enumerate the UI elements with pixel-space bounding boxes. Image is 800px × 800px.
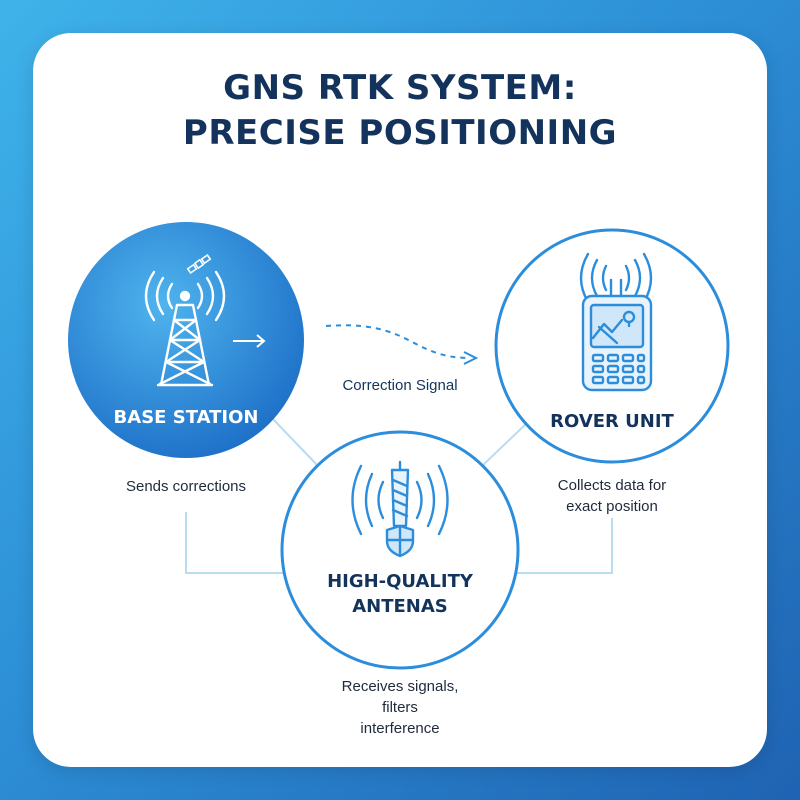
antennas-description-line-2: filters — [382, 699, 418, 716]
arrow-right-icon — [233, 334, 266, 348]
antennas-label-line-1: HIGH-QUALITY — [327, 571, 473, 592]
antenna-shield-icon — [351, 460, 449, 558]
rover-unit-node — [494, 228, 730, 464]
antennas-label-line-2: ANTENAS — [352, 596, 448, 617]
rover-unit-label: ROVER UNIT — [550, 411, 674, 432]
correction-signal-label: Correction Signal — [342, 377, 458, 394]
connector-base-to-antenna — [271, 417, 319, 467]
base-station-node — [68, 222, 304, 458]
antennas-description-line-1: Receives signals, — [341, 678, 459, 695]
rover-unit-description-line-2: exact position — [566, 498, 658, 515]
base-station-description: Sends corrections — [125, 478, 247, 495]
connector-rover-description — [512, 518, 613, 574]
radio-tower-icon — [144, 270, 226, 387]
antennas-description-line-3: interference — [360, 720, 440, 737]
rover-unit-description-line-1: Collects data for — [557, 477, 667, 494]
title-line-1: GNS RTK SYSTEM: — [223, 68, 577, 108]
handheld-gps-icon — [579, 252, 653, 392]
satellite-icon — [186, 253, 212, 275]
connector-lines — [185, 417, 613, 574]
antennas-node — [280, 430, 520, 670]
connector-base-description — [185, 512, 290, 574]
base-station-label: BASE STATION — [113, 407, 259, 428]
title-line-2: PRECISE POSITIONING — [182, 113, 618, 153]
correction-signal-path — [325, 324, 471, 359]
connector-rover-to-antenna — [481, 419, 531, 467]
correction-signal-arrowhead — [463, 351, 479, 365]
